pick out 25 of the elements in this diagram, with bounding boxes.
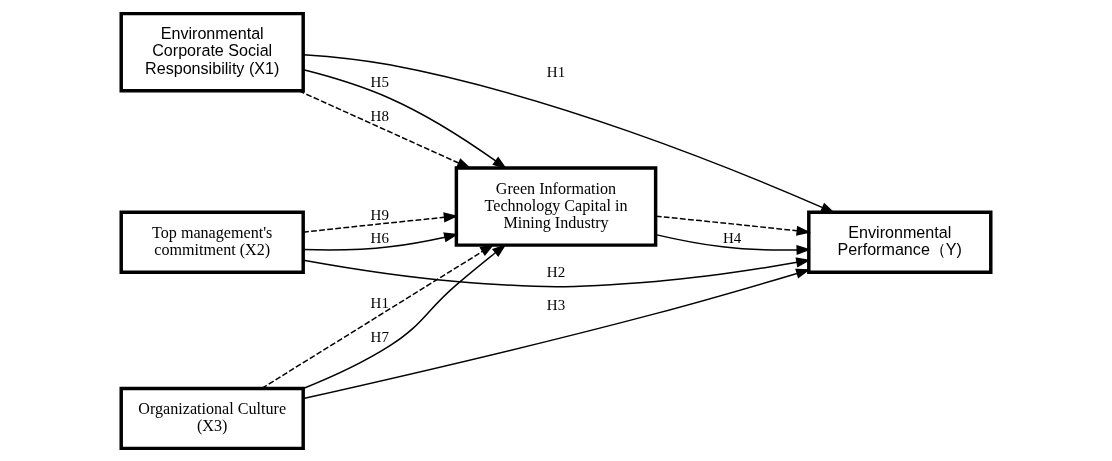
edge-label: H7 <box>370 328 389 345</box>
arrow <box>261 243 495 389</box>
arrow <box>655 214 812 236</box>
edge-label: H5 <box>370 73 389 90</box>
arrow <box>302 231 459 251</box>
arrow <box>298 89 472 169</box>
edge-label: H1 <box>370 294 389 311</box>
arrow <box>302 256 811 287</box>
edge-label: H9 <box>370 206 389 223</box>
arrow <box>302 68 508 169</box>
node-box: Green Information Technology Capital in Mining Industry <box>454 165 658 247</box>
arrow <box>654 233 812 255</box>
edge-label: H1 <box>546 63 566 80</box>
node-box: Top management's commitment (X2) <box>119 210 305 274</box>
node-box: Environmental Performance（Y) <box>807 210 993 274</box>
edge-label: H2 <box>546 263 566 280</box>
node-box: Environmental Corporate Social Responsibility (X1) <box>119 11 305 92</box>
edge-label: H3 <box>546 295 566 312</box>
arrow <box>302 268 811 399</box>
edge-label: H4 <box>723 229 742 246</box>
node-box: Organizational Culture (X3) <box>119 386 305 450</box>
edge-label: H8 <box>370 107 389 124</box>
arrow <box>302 243 507 389</box>
arrow <box>302 53 836 213</box>
edge-label: H6 <box>370 229 389 246</box>
